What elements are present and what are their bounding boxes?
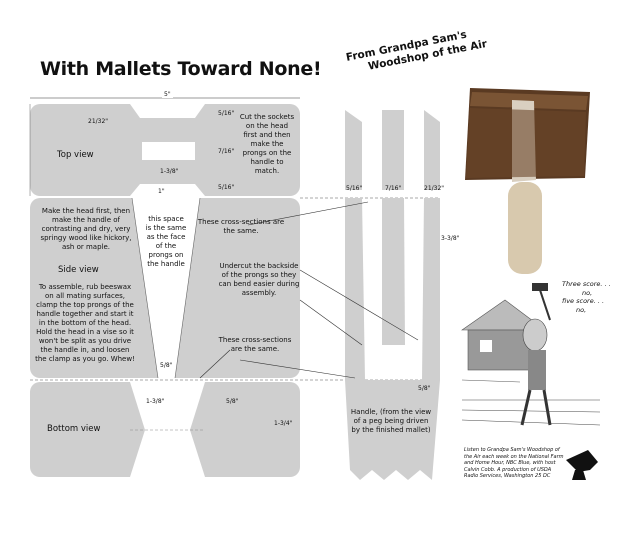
- undercut-arrow-2: [299, 299, 363, 346]
- handle-center: [382, 198, 405, 345]
- bottom-view-opening: [130, 382, 205, 477]
- cross-section-arrow-1: [247, 201, 369, 226]
- cross-section-arrow-2: [199, 349, 231, 379]
- speech-line-3: five score. . .: [562, 297, 605, 305]
- handle-dim-length: 3-3/8": [441, 235, 460, 242]
- page-title: With Mallets Toward None!: [40, 58, 322, 80]
- side-assembly-text: To assemble, rub beeswax on all mating s…: [35, 283, 135, 363]
- handle-left-side: [345, 198, 365, 380]
- top-dim-bottom-right: 5/16": [218, 184, 235, 191]
- speech-line-2: no,: [582, 288, 593, 297]
- bottom-dim-left: 1-3/8": [146, 398, 165, 405]
- top-view-label: Top view: [57, 150, 94, 160]
- bottom-dim-right: 1-3/4": [274, 420, 293, 427]
- side-view-label: Side view: [58, 265, 99, 275]
- top-socket-middle: [142, 142, 195, 160]
- undercut-arrow-1: [299, 269, 419, 341]
- speech-bubble: Three score. . . no, five score. . . no,: [562, 280, 632, 314]
- bottom-view-label: Bottom view: [47, 424, 101, 434]
- handle-dim-center: 7/16": [385, 185, 402, 192]
- side-intro-text: Make the head first, then make the handl…: [40, 207, 132, 251]
- handle-dim-left: 5/16": [346, 185, 363, 192]
- side-space-note: this space is the same as the face of th…: [145, 215, 187, 268]
- bottom-dim-center: 5/8": [226, 398, 239, 405]
- mallet-illustration: [465, 88, 590, 274]
- undercut-note: Undercut the backside of the prongs so t…: [218, 262, 300, 297]
- side-view-slot: [132, 198, 200, 378]
- handle-right-side: [422, 198, 440, 380]
- handle-prong-left: [345, 110, 362, 190]
- top-dim-top-left: 21/32": [88, 118, 109, 125]
- woodcut-illustration: [460, 283, 601, 435]
- cross-section-arrow-3: [239, 359, 356, 379]
- cross-section-note-2: These cross-sections are the same.: [218, 336, 292, 353]
- top-socket-top: [130, 104, 205, 118]
- handle-dim-bottom: 5/8": [418, 385, 431, 392]
- speech-line-4: no,: [576, 305, 587, 314]
- top-socket-bottom: [130, 184, 205, 196]
- eagle-logo: [566, 450, 598, 480]
- overall-width-label: 5": [162, 91, 173, 98]
- top-dim-mid-right: 7/16": [218, 148, 235, 155]
- credits-text: Listen to Grandpa Sam's Woodshop of the …: [464, 447, 564, 479]
- speech-line-1: Three score. . .: [562, 280, 611, 288]
- handle-caption: Handle, (from the view of a peg being dr…: [350, 408, 432, 434]
- cross-section-note-1: These cross-sections are the same.: [197, 218, 285, 235]
- handle-prong-center: [382, 110, 404, 190]
- top-view-instruction: Cut the sockets on the head first and th…: [239, 113, 295, 175]
- handle-prong-right: [424, 110, 440, 190]
- side-dim-bottom: 5/8": [160, 362, 173, 369]
- top-dim-top-right: 5/16": [218, 110, 235, 117]
- side-dim-top: 1": [158, 188, 165, 195]
- handle-dim-right: 21/32": [424, 185, 445, 192]
- top-dim-bottom-center: 1-3/8": [160, 168, 179, 175]
- handle-shaft: [345, 380, 440, 480]
